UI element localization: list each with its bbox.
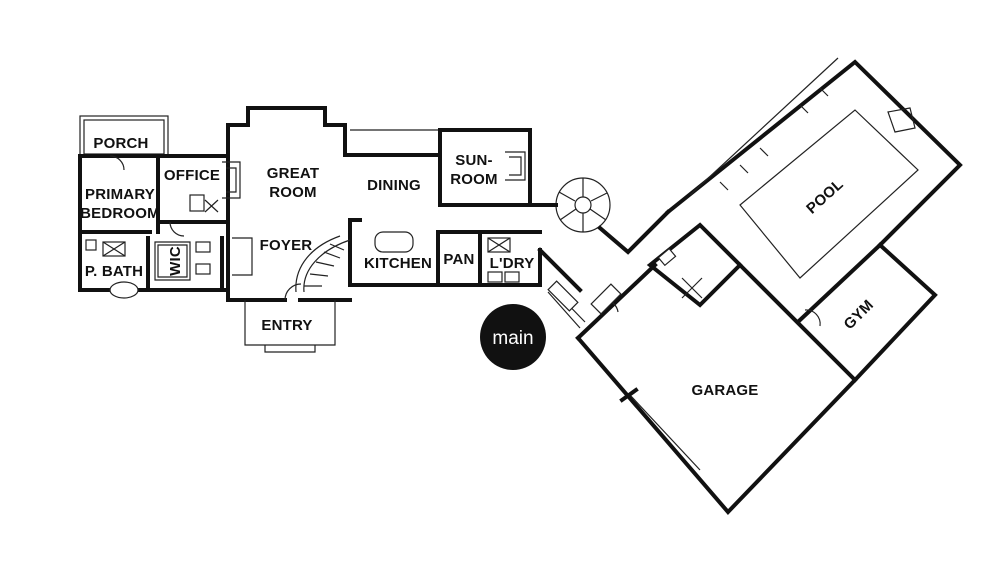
label-sunroom-line2: ROOM (450, 171, 497, 188)
label-primary-bedroom-line2: BEDROOM (80, 205, 160, 222)
left-wing-walls (78, 115, 241, 299)
label-sunroom-line1: SUN- (455, 152, 492, 169)
label-primary-bedroom-line1: PRIMARY (85, 186, 155, 203)
pool-wing (646, 57, 963, 383)
label-foyer: FOYER (260, 237, 313, 254)
label-kitchen: KITCHEN (364, 255, 432, 272)
label-great-room-line2: ROOM (269, 184, 316, 201)
label-pantry: PAN (443, 251, 474, 268)
label-wic: WIC (167, 246, 184, 276)
label-dining: DINING (367, 177, 421, 194)
label-entry: ENTRY (261, 317, 312, 334)
label-garage: GARAGE (691, 382, 758, 399)
label-laundry: L'DRY (490, 255, 535, 272)
label-office: OFFICE (164, 167, 220, 184)
level-badge: main (480, 304, 546, 370)
spiral-stair (528, 177, 671, 329)
level-badge-text: main (492, 328, 533, 349)
label-great-room-line1: GREAT (267, 165, 319, 182)
label-pool: POOL (803, 176, 847, 218)
garage-walls (575, 262, 858, 515)
label-p-bath: P. BATH (85, 263, 143, 280)
label-gym: GYM (841, 297, 878, 334)
label-porch: PORCH (93, 135, 148, 152)
